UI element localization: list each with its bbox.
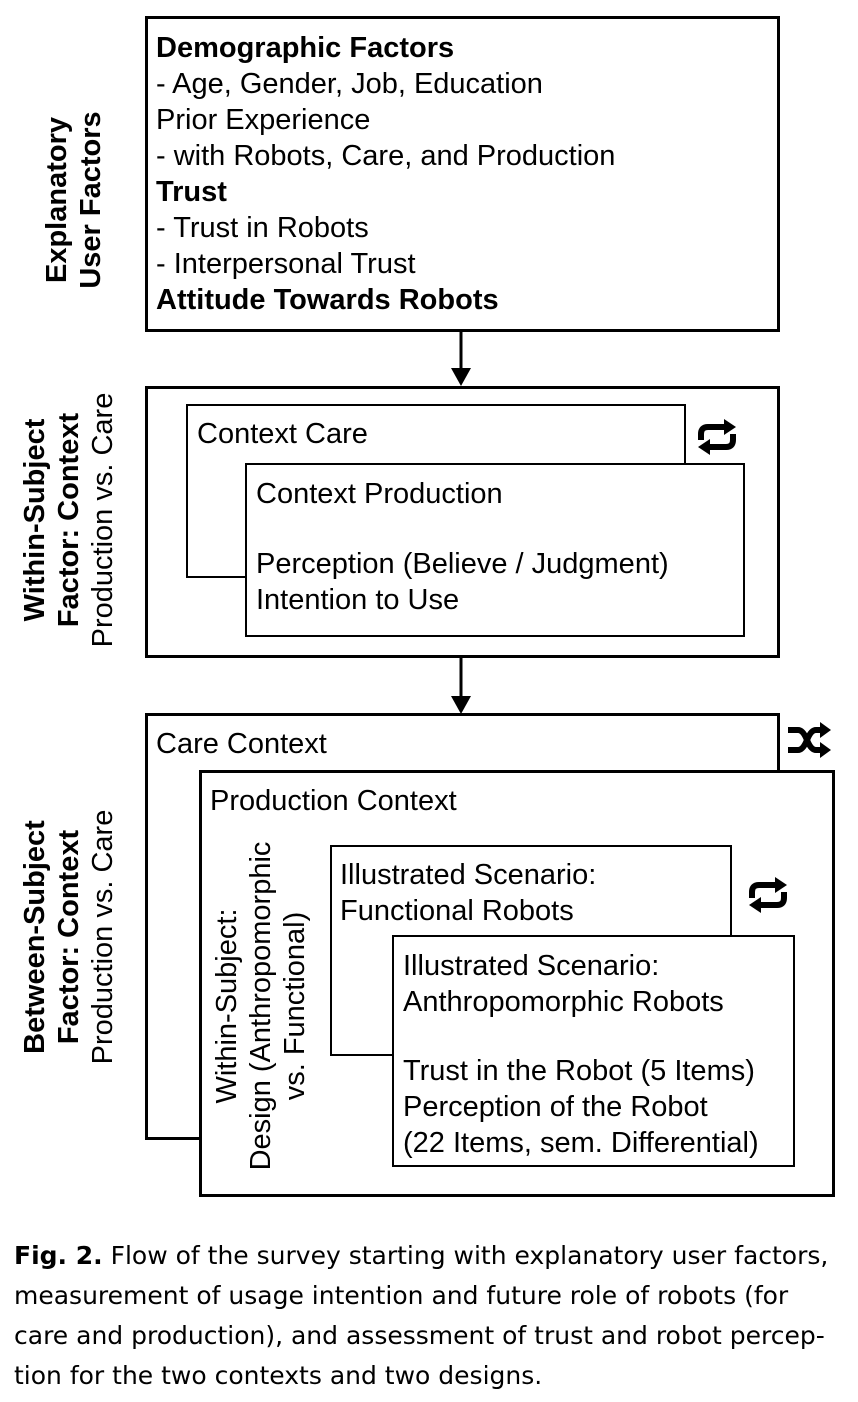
caption-line: tion for the two contexts and two design… (14, 1361, 543, 1390)
production-context-title: Production Context (210, 785, 457, 817)
caption-line: Fig. 2. Flow of the survey starting with… (14, 1236, 844, 1276)
side-label-line: Explanatory (41, 117, 73, 283)
prior-experience-items: - with Robots, Care, and Production (156, 140, 616, 172)
demographic-factors-heading: Demographic Factors (156, 32, 455, 64)
context-production-title: Context Production (256, 478, 503, 510)
attitude-heading: Attitude Towards Robots (156, 284, 499, 316)
caption-text: Flow of the survey starting with explana… (110, 1241, 829, 1270)
perception-item: Perception (Believe / Judgment) (256, 548, 669, 580)
within-subject-context-label: Within-Subject Factor: Context Productio… (18, 380, 120, 660)
shuffle-icon (788, 722, 831, 758)
side-label-line: Within-Subject (19, 418, 51, 622)
trust-in-robot-item: Trust in the Robot (5 Items) (403, 1055, 755, 1087)
flow-arrow-down (451, 332, 471, 386)
anthropomorphic-robots-card (392, 935, 795, 1167)
caption-line: measurement of usage intention and futur… (14, 1281, 789, 1310)
trust-heading: Trust (156, 176, 227, 208)
anthropomorphic-scenario-title: Illustrated Scenario: (403, 950, 660, 982)
prior-experience-heading: Prior Experience (156, 104, 371, 136)
perception-of-robot-item: Perception of the Robot (403, 1091, 708, 1123)
care-context-title: Care Context (156, 728, 327, 760)
side-label-line: Between-Subject (19, 820, 51, 1054)
side-label-line: Within-Subject: (211, 908, 243, 1104)
caption-line: care and production), and assessment of … (14, 1321, 825, 1350)
between-subject-context-label: Between-Subject Factor: Context Producti… (18, 792, 120, 1082)
semantic-differential-item: (22 Items, sem. Differential) (403, 1127, 759, 1159)
flow-arrow-down (451, 658, 471, 714)
explanatory-factors-box (145, 16, 780, 332)
side-label-line: Factor: Context (53, 412, 85, 628)
explanatory-user-factors-label: Explanatory User Factors (40, 40, 108, 360)
side-label-line: User Factors (75, 111, 107, 289)
side-label-line: Production vs. Care (87, 392, 119, 648)
side-label-line: Design (Anthropomorphic (245, 841, 277, 1171)
context-care-title: Context Care (197, 418, 368, 450)
repeat-icon (749, 877, 787, 913)
intention-item: Intention to Use (256, 584, 460, 616)
figure-label: Fig. 2. (14, 1241, 103, 1270)
context-production-card (245, 463, 745, 637)
side-label-line: Production vs. Care (87, 809, 119, 1065)
functional-scenario-title: Illustrated Scenario: (340, 859, 597, 891)
figure-caption: Fig. 2. Flow of the survey starting with… (14, 1236, 844, 1396)
repeat-icon (698, 419, 736, 455)
demographic-factors-items: - Age, Gender, Job, Education (156, 68, 543, 100)
interpersonal-trust-item: - Interpersonal Trust (156, 248, 416, 280)
functional-scenario-subtitle: Functional Robots (340, 895, 574, 927)
within-subject-design-label: Within-Subject: Design (Anthropomorphic … (210, 826, 312, 1186)
side-label-line: Factor: Context (53, 829, 85, 1045)
side-label-line: vs. Functional) (279, 911, 311, 1101)
anthropomorphic-scenario-subtitle: Anthropomorphic Robots (403, 986, 724, 1018)
trust-in-robots-item: - Trust in Robots (156, 212, 369, 244)
